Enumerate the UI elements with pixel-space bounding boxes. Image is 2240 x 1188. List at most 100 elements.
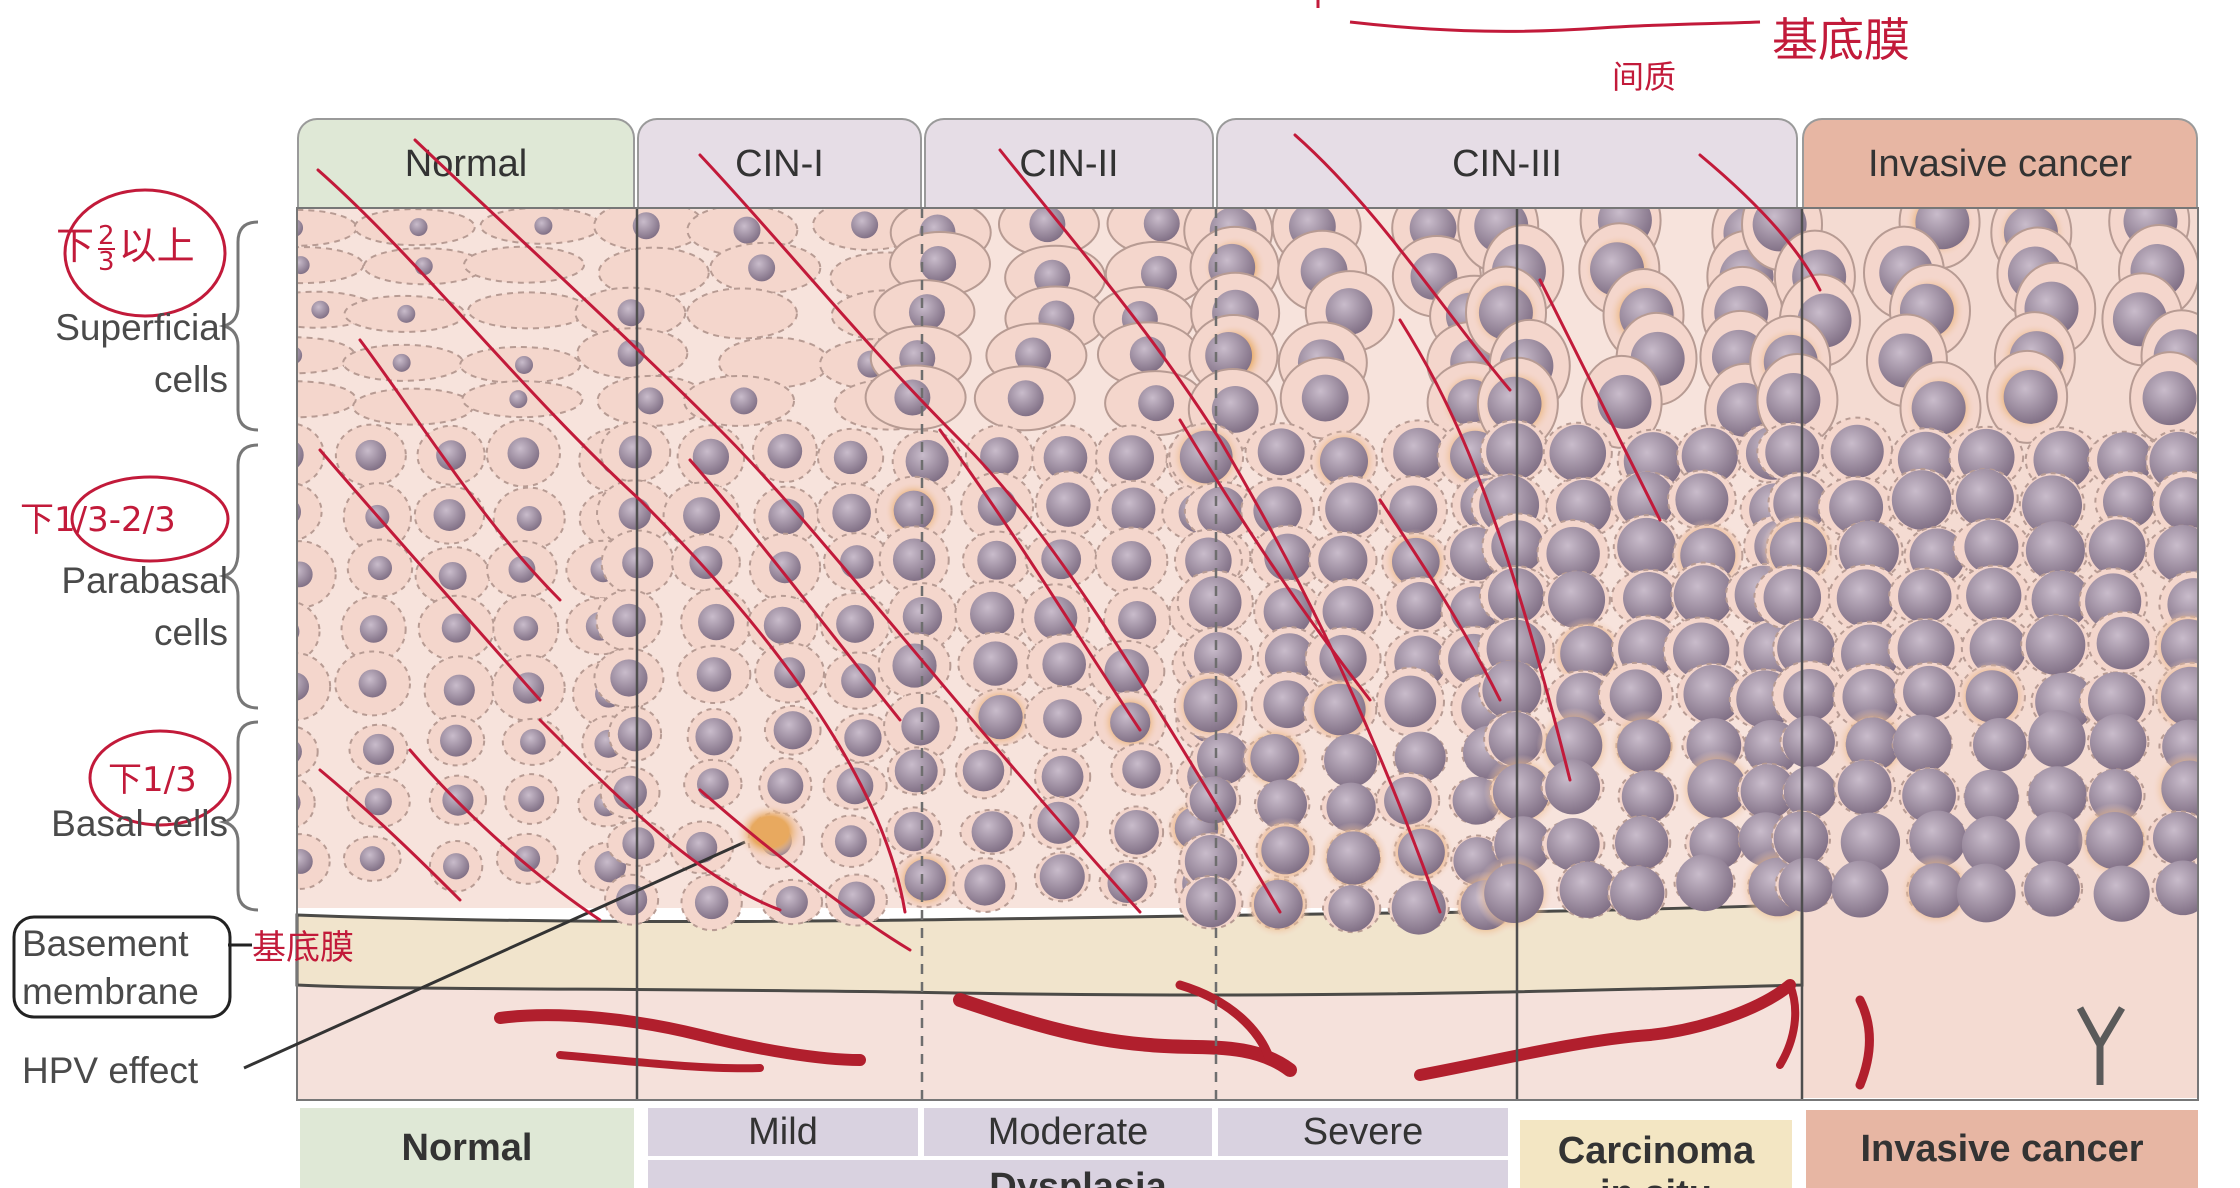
basal-cell [297,833,331,890]
blood-vessels [494,979,1874,1090]
footer-dysplasia-label: Dysplasia [989,1166,1167,1188]
nucleus [1122,750,1161,789]
nucleus [520,729,546,755]
basement-label-box [12,915,232,1019]
nucleus [610,659,648,697]
nucleus [2155,860,2198,916]
footer-moderate: Moderate [924,1108,1212,1156]
nucleus [1903,665,1956,719]
header-cin-3: CIN-III [1216,118,1798,208]
note-basement: 基底膜 [252,928,354,968]
header-normal: Normal [297,118,635,208]
nucleus [1034,596,1078,640]
nucleus [441,613,471,643]
nucleus [1111,487,1156,532]
nucleus [1964,769,2019,825]
nucleus [2025,521,2085,581]
nucleus [1384,675,1437,728]
nucleus [1673,565,1734,626]
nucleus [297,741,302,763]
nucleus [618,497,651,530]
nucleus [518,786,545,813]
nucleus [920,246,957,283]
nucleus [2003,369,2058,424]
nucleus [905,439,949,483]
nucleus [297,561,313,588]
nucleus [1837,760,1892,815]
nucleus [1138,385,1175,422]
nucleus [1325,288,1373,335]
nucleus [1610,865,1665,921]
nucleus [1617,719,1671,773]
nucleus [1261,826,1310,875]
nucleus [1964,519,2019,574]
label-superficial: Superficial cells [0,302,228,406]
nucleus [615,884,648,916]
nucleus [971,811,1013,853]
nucleus [297,849,313,874]
nucleus [359,615,388,643]
nucleus [698,603,735,641]
nucleus [297,256,310,275]
nucleus [1185,877,1236,928]
nucleus [1955,469,2014,528]
nucleus [1263,680,1312,729]
nucleus [1783,766,1837,819]
nucleus [1324,733,1378,787]
nucleus [513,615,539,641]
nucleus [392,353,411,372]
note-superficial-numerator: 2 [98,220,115,251]
nucleus [1769,521,1828,580]
nucleus [894,379,931,416]
nucleus [617,716,653,752]
nucleus [1617,471,1675,529]
nucleus [1389,485,1438,534]
nucleus [1683,665,1742,724]
superficial-cell [463,245,586,284]
footer-carcinoma-label-2: in situ [1600,1173,1712,1188]
nucleus [509,390,528,409]
nucleus [1623,572,1676,625]
nucleus [1257,779,1307,830]
nucleus [1488,712,1543,766]
nucleus [1617,517,1676,577]
nucleus [834,825,867,858]
nucleus [1549,424,1607,482]
nucleus [1015,337,1052,374]
nucleus [902,597,943,637]
nucleus [730,387,758,415]
nucleus [297,347,303,364]
nucleus [2159,477,2198,531]
nucleus [1042,642,1087,687]
vessel-y [2076,1006,2126,1085]
nucleus [2088,519,2146,577]
superficial-cell [297,336,356,375]
nucleus [1765,425,1820,480]
nucleus [1763,568,1822,627]
label-superficial-line-1: Superficial [55,307,228,348]
nucleus [1845,717,1900,772]
nucleus [1782,715,1835,768]
nucleus [973,641,1018,686]
nucleus [1830,424,1884,478]
nucleus [1184,835,1238,888]
nucleus [1328,885,1375,932]
label-basement-line-2: membrane [22,971,199,1012]
nucleus [1129,336,1166,373]
nucleus [1902,768,1956,823]
nucleus [1393,427,1445,479]
nucleus [632,212,660,240]
nucleus [962,749,1005,792]
nucleus [980,437,1019,476]
nucleus [1911,381,1966,436]
note-basal: 下1/3 [108,760,197,800]
nucleus [1046,482,1091,527]
nucleus [1396,582,1444,630]
nucleus [1110,702,1151,743]
nucleus [1197,733,1249,785]
basement-membrane [295,903,1804,997]
nucleus [297,624,300,639]
nucleus [516,505,542,531]
nucleus [1778,857,1833,913]
nucleus [1609,669,1663,722]
